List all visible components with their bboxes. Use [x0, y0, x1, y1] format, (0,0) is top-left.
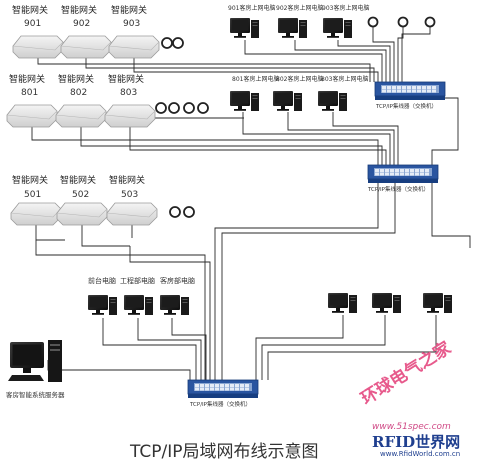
- housekeeping-pc-icon: [160, 295, 189, 315]
- ring-icon: [424, 16, 436, 28]
- pc-group-right: [328, 293, 452, 313]
- pc-group-9: [230, 18, 352, 38]
- gateway-room: 903: [123, 19, 141, 29]
- pc-803-label: 803客房上网电脑: [321, 76, 369, 83]
- gateway-room: 802: [70, 88, 88, 98]
- gateway-room: 901: [24, 19, 42, 29]
- server-icon: [8, 340, 62, 382]
- gateway-room: 801: [21, 88, 39, 98]
- gateway-name: 智能网关: [60, 176, 97, 186]
- gateway-502-box: [56, 202, 108, 226]
- pc-901-label: 901客房上网电脑: [228, 5, 276, 12]
- gateway-name: 智能网关: [109, 176, 146, 186]
- gateway-503-box: [106, 202, 158, 226]
- pc-901-icon: [230, 18, 259, 38]
- gateway-row-5: [10, 202, 158, 226]
- switch-middle-label: TCP/IP集线器（交换机）: [368, 187, 429, 193]
- gateway-501-box: [10, 202, 62, 226]
- pc-801-label: 801客房上网电脑: [232, 76, 280, 83]
- gateway-name: 智能网关: [12, 176, 49, 186]
- pc-801-icon: [230, 91, 259, 111]
- server-label: 客房智能系统服务器: [6, 391, 65, 399]
- ring-icon: [367, 16, 379, 28]
- pc-903-icon: [323, 18, 352, 38]
- gateway-name: 智能网关: [9, 75, 46, 85]
- pc-group-8: [230, 91, 347, 111]
- gateway-name: 智能网关: [108, 75, 145, 85]
- wiring: [31, 22, 471, 385]
- gateway-903-box: [108, 35, 160, 59]
- gateway-room: 503: [121, 190, 139, 200]
- ring-icon: [183, 206, 195, 218]
- ring-icon: [397, 16, 409, 28]
- pc-802-label: 802客房上网电脑: [276, 76, 324, 83]
- pc-group-office: [88, 295, 189, 315]
- gateway-room: 902: [73, 19, 91, 29]
- gateway-room: 501: [24, 190, 42, 200]
- switch-middle-icon: [367, 164, 439, 184]
- gateway-name: 智能网关: [61, 6, 98, 16]
- ring-icon: [172, 37, 184, 49]
- pc-icon: [372, 293, 401, 313]
- ring-icon: [161, 37, 173, 49]
- gateway-802-box: [55, 104, 107, 128]
- watermark-url: www.51spec.com: [372, 422, 451, 432]
- front-desk-pc-icon: [88, 295, 117, 315]
- housekeeping-pc-label: 客房部电脑: [160, 277, 195, 285]
- watermark-brand-url: www.RfidWorld.com.cn: [380, 450, 461, 458]
- engineering-pc-label: 工程部电脑: [120, 277, 155, 285]
- switch-top-label: TCP/IP集线器（交换机）: [376, 104, 437, 110]
- pc-902-label: 902客房上网电脑: [276, 5, 324, 12]
- ring-devices: [155, 16, 436, 218]
- gateway-name: 智能网关: [58, 75, 95, 85]
- ring-icon: [197, 102, 209, 114]
- ring-icon: [168, 102, 180, 114]
- pc-902-icon: [278, 18, 307, 38]
- gateway-name: 智能网关: [111, 6, 148, 16]
- pc-903-label: 903客房上网电脑: [322, 5, 370, 12]
- gateway-name: 智能网关: [12, 6, 49, 16]
- switch-bottom-icon: [187, 379, 259, 399]
- pc-802-icon: [273, 91, 302, 111]
- switch-top-icon: [374, 81, 446, 101]
- ring-icon: [183, 102, 195, 114]
- pc-icon: [328, 293, 357, 313]
- gateway-room: 502: [72, 190, 90, 200]
- gateway-room: 803: [120, 88, 138, 98]
- diagram-caption: TCP/IP局域网布线示意图: [130, 442, 319, 462]
- gateway-row-9: [12, 35, 160, 59]
- gateway-row-8: [6, 104, 156, 128]
- pc-803-icon: [318, 91, 347, 111]
- gateway-901-box: [12, 35, 64, 59]
- gateway-902-box: [60, 35, 112, 59]
- watermark-brand: RFID世界网: [372, 433, 461, 451]
- front-desk-pc-label: 前台电脑: [88, 277, 116, 285]
- gateway-803-box: [104, 104, 156, 128]
- ring-icon: [169, 206, 181, 218]
- ring-icon: [155, 102, 167, 114]
- switch-bottom-label: TCP/IP集线器（交换机）: [190, 402, 251, 408]
- gateway-801-box: [6, 104, 58, 128]
- engineering-pc-icon: [124, 295, 153, 315]
- pc-icon: [423, 293, 452, 313]
